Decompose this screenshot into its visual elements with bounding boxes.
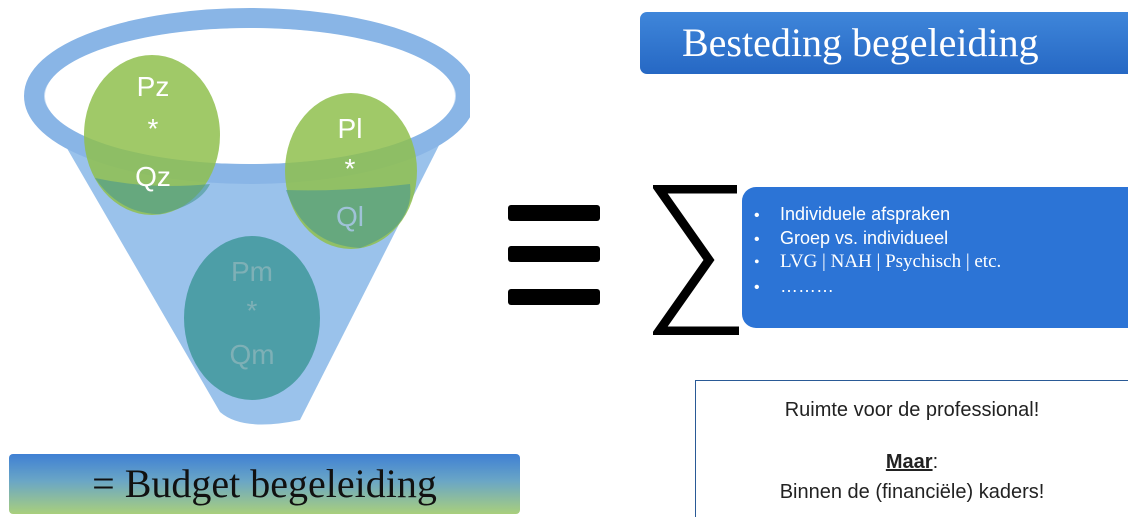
list-item: •LVG | NAH | Psychisch | etc.: [754, 251, 1002, 272]
circle1-mid: *: [148, 113, 159, 144]
page-title: Besteding begeleiding: [640, 12, 1128, 74]
circle2-mid: *: [345, 153, 356, 184]
list-item: •………: [754, 276, 834, 296]
circle3-mid: *: [247, 295, 258, 326]
circle-pz-qz: [84, 55, 220, 215]
criteria-list: •Individuele afspraken •Groep vs. indivi…: [742, 187, 1128, 328]
funnel-diagram: Pz * Qz Pl * Ql Pm * Qm: [24, 8, 470, 425]
list-item: •Groep vs. individueel: [754, 228, 949, 248]
circle1-bottom: Qz: [135, 161, 171, 192]
info-line-kaders: Binnen de (financiële) kaders!: [779, 481, 1045, 503]
circle-pm-qm: [184, 236, 320, 400]
equiv-bar-top: [508, 205, 600, 221]
budget-label: = Budget begeleiding: [9, 454, 520, 514]
info-line-professional: Ruimte voor de professional!: [784, 399, 1040, 421]
equiv-bar-middle: [508, 246, 600, 262]
info-line-maar: Maar:: [885, 451, 939, 473]
equiv-bar-bottom: [508, 289, 600, 305]
circle2-top: Pl: [338, 113, 363, 144]
sigma-symbol: [653, 185, 739, 335]
list-item: •Individuele afspraken: [754, 204, 951, 224]
circle1-top: Pz: [137, 71, 170, 102]
circle3-bottom: Qm: [229, 339, 274, 370]
info-box: Ruimte voor de professional! Maar: Binne…: [695, 380, 1128, 517]
circle2-bottom: Ql: [336, 201, 364, 232]
circle3-top: Pm: [231, 256, 273, 287]
